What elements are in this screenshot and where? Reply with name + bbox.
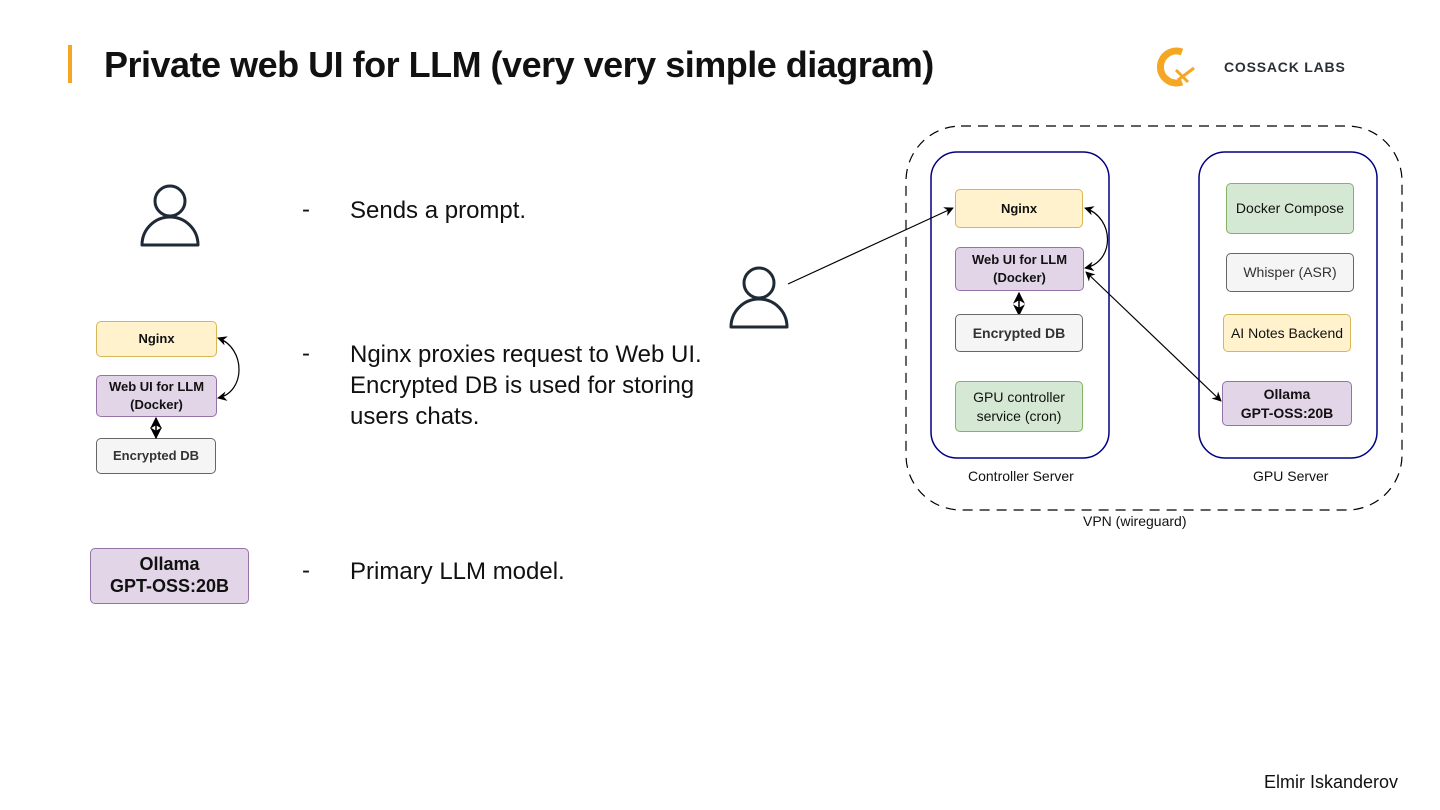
- bullet-dash: -: [302, 340, 310, 367]
- legend-proxy-line1: Nginx proxies request to Web UI.: [350, 341, 702, 368]
- docker-compose-box: Docker Compose: [1226, 183, 1354, 234]
- whisper-box: Whisper (ASR): [1226, 253, 1354, 292]
- title-accent-bar: [68, 45, 72, 83]
- controller-server-label: Controller Server: [968, 468, 1074, 484]
- legend-user-text: Sends a prompt.: [350, 197, 527, 224]
- ai-notes-backend-box: AI Notes Backend: [1223, 314, 1351, 352]
- gpu-controller-line2: service (cron): [976, 407, 1062, 424]
- mini-ollama-line1: Ollama: [139, 554, 200, 575]
- mini-webui-line1: Web UI for LLM: [108, 379, 205, 395]
- encrypted-db-box: Encrypted DB: [955, 314, 1083, 352]
- brand-logo: [1156, 44, 1356, 90]
- slide-title: Private web UI for LLM (very very simple…: [104, 44, 934, 85]
- arrow-webui-to-ollama: [1085, 271, 1222, 402]
- gpu-server-label: GPU Server: [1253, 468, 1329, 484]
- brand-name: COSSACK LABS: [1224, 59, 1346, 75]
- ollama-box: Ollama GPT-OSS:20B: [1222, 381, 1352, 426]
- arrow-nginx-webui: [1084, 206, 1108, 271]
- architecture-user-icon: [729, 266, 789, 330]
- user-icon: [140, 184, 200, 248]
- bullet-dash: -: [302, 557, 310, 584]
- legend-proxy-line2: Encrypted DB is used for storing: [350, 372, 695, 399]
- gpu-controller-line1: GPU controller: [973, 388, 1065, 405]
- webui-line2: (Docker): [993, 270, 1046, 285]
- ollama-line2: GPT-OSS:20B: [1240, 404, 1334, 421]
- webui-box: Web UI for LLM (Docker): [955, 247, 1084, 291]
- cossack-logo-icon: [1157, 47, 1195, 87]
- webui-line1: Web UI for LLM: [971, 252, 1068, 268]
- mini-webui-line2: (Docker): [130, 397, 183, 412]
- arrow-user-to-nginx: [787, 207, 954, 285]
- mini-arrow-nginx-webui: [217, 336, 240, 401]
- mini-ollama-line2: GPT-OSS:20B: [109, 576, 230, 596]
- mini-webui-box: Web UI for LLM (Docker): [96, 375, 217, 417]
- bullet-dash: -: [302, 196, 310, 223]
- legend-proxy-line3: users chats.: [350, 403, 480, 430]
- vpn-label: VPN (wireguard): [1083, 513, 1187, 529]
- nginx-box: Nginx: [955, 189, 1083, 228]
- legend-proxy-text: Nginx proxies request to Web UI. Encrypt…: [350, 339, 702, 432]
- mini-db-box: Encrypted DB: [96, 438, 216, 474]
- mini-nginx-box: Nginx: [96, 321, 217, 357]
- legend-ollama-text: Primary LLM model.: [350, 558, 565, 585]
- mini-ollama-box: Ollama GPT-OSS:20B: [90, 548, 249, 604]
- ollama-line1: Ollama: [1263, 385, 1311, 402]
- author-name: Elmir Iskanderov: [1263, 772, 1398, 792]
- gpu-controller-box: GPU controller service (cron): [955, 381, 1083, 432]
